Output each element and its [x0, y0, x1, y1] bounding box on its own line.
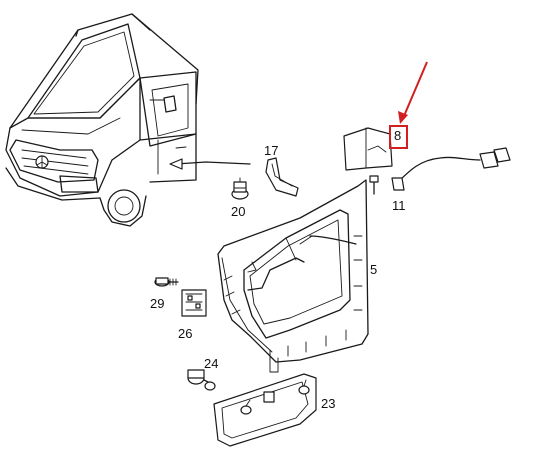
label-24: 24 — [204, 356, 218, 371]
label-20: 20 — [231, 204, 245, 219]
label-8: 8 — [394, 128, 401, 143]
part-29-screw — [154, 277, 179, 287]
label-11: 11 — [392, 198, 406, 213]
part-17-bracket — [265, 157, 299, 197]
part-8-bracket — [343, 127, 393, 171]
label-29: 29 — [150, 296, 164, 311]
highlight-callout — [389, 61, 428, 149]
part-11-cable — [369, 147, 511, 195]
part-20-clip — [231, 177, 249, 200]
part-26-clip — [181, 289, 207, 317]
part-24-socket — [187, 369, 216, 391]
label-5: 5 — [370, 262, 377, 277]
van-illustration — [5, 13, 251, 227]
highlight-arrow — [403, 61, 428, 117]
label-23: 23 — [321, 396, 335, 411]
label-17: 17 — [264, 143, 278, 158]
part-5-door-panel — [217, 179, 369, 373]
label-26: 26 — [178, 326, 192, 341]
part-labels: 17 20 11 5 29 26 24 23 8 — [150, 128, 406, 411]
highlight-box — [389, 125, 408, 149]
highlight-arrow-head — [398, 111, 408, 124]
part-23-lamp — [213, 373, 317, 447]
